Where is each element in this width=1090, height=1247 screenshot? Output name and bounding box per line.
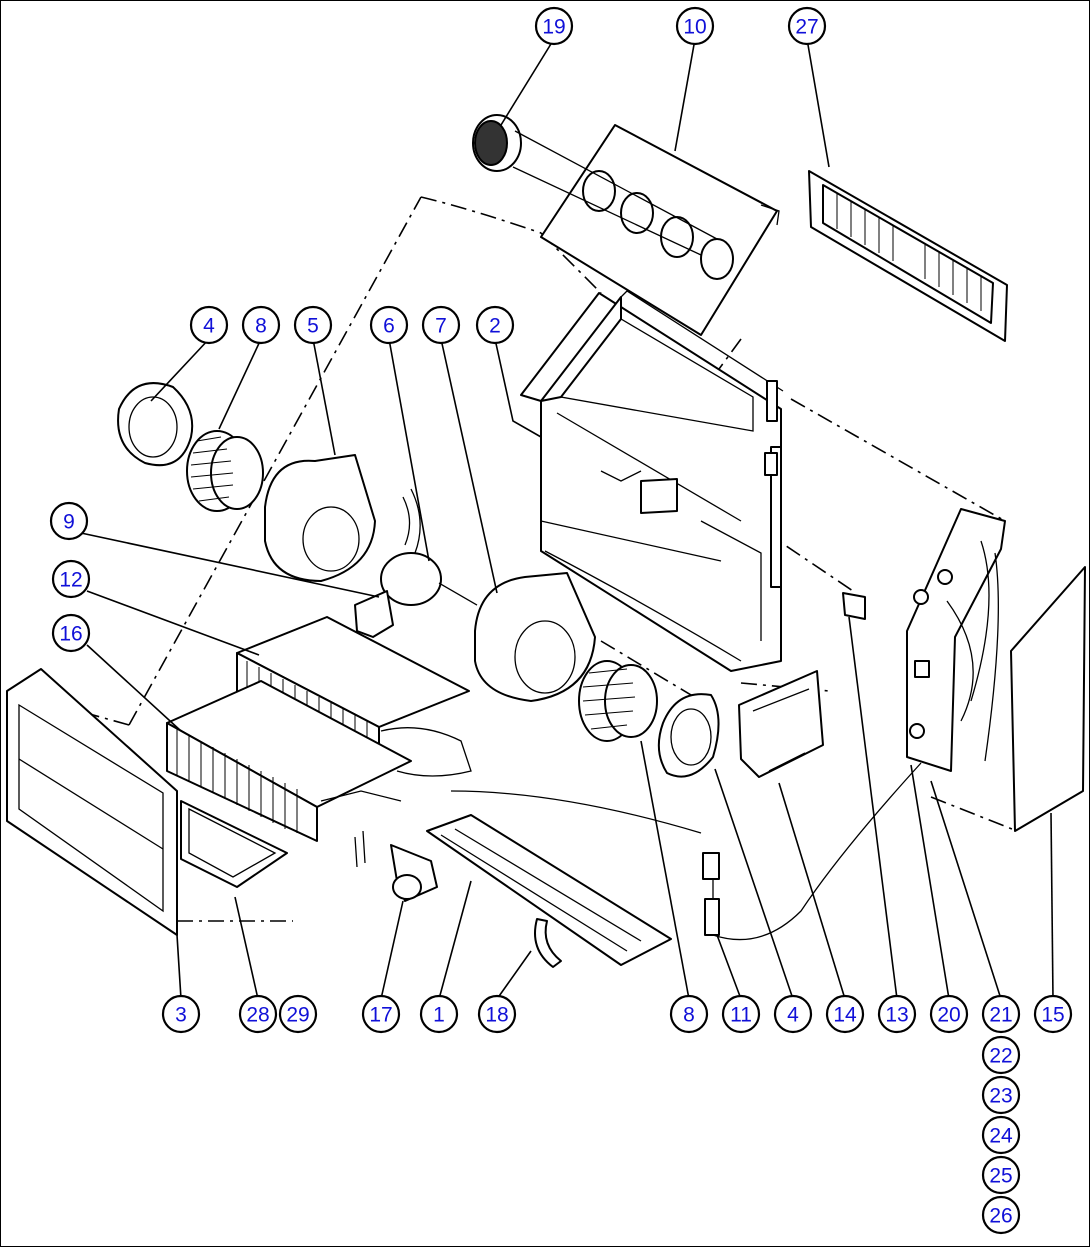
svg-text:4: 4	[787, 1004, 799, 1027]
svg-text:26: 26	[989, 1205, 1012, 1228]
svg-text:23: 23	[989, 1085, 1012, 1108]
svg-text:22: 22	[989, 1045, 1012, 1068]
blower-motor	[354, 488, 478, 638]
callout-20[interactable]: 20	[929, 994, 969, 1034]
callout-13[interactable]: 13	[877, 994, 917, 1034]
control-panel	[906, 508, 1006, 772]
main-housing	[520, 290, 784, 672]
callout-28[interactable]: 28	[238, 994, 278, 1034]
svg-text:8: 8	[255, 315, 267, 338]
control-switch	[842, 592, 866, 620]
callout-8-lower[interactable]: 8	[669, 994, 709, 1034]
svg-text:12: 12	[59, 569, 82, 592]
callout-1[interactable]: 1	[419, 994, 459, 1034]
svg-text:5: 5	[307, 315, 319, 338]
svg-text:24: 24	[989, 1125, 1013, 1148]
svg-text:3: 3	[175, 1004, 187, 1027]
svg-text:14: 14	[833, 1004, 857, 1027]
svg-text:25: 25	[989, 1165, 1012, 1188]
svg-text:19: 19	[542, 16, 565, 39]
callout-11[interactable]: 11	[721, 994, 761, 1034]
svg-text:8: 8	[683, 1004, 695, 1027]
callout-23[interactable]: 23	[981, 1075, 1021, 1115]
callout-21[interactable]: 21	[981, 994, 1021, 1034]
callout-24[interactable]: 24	[981, 1115, 1021, 1155]
callout-18[interactable]: 18	[477, 994, 517, 1034]
svg-text:6: 6	[383, 315, 395, 338]
svg-text:21: 21	[989, 1004, 1012, 1027]
callout-26[interactable]: 26	[981, 1195, 1021, 1235]
callout-2[interactable]: 2	[475, 305, 515, 345]
callout-4-lower[interactable]: 4	[773, 994, 813, 1034]
callout-9[interactable]: 9	[49, 501, 89, 541]
evaporator-core	[166, 680, 472, 842]
expansion-valve	[354, 830, 438, 902]
drain-hose	[534, 918, 562, 968]
drain-pan	[426, 814, 672, 966]
top-vent-panel	[540, 124, 780, 336]
svg-text:29: 29	[286, 1004, 309, 1027]
callout-19[interactable]: 19	[534, 6, 574, 46]
callout-16[interactable]: 16	[51, 613, 91, 653]
right-blower-assembly	[474, 572, 720, 778]
svg-text:2: 2	[489, 315, 501, 338]
svg-text:13: 13	[885, 1004, 908, 1027]
callout-3[interactable]: 3	[161, 994, 201, 1034]
callout-5[interactable]: 5	[293, 305, 333, 345]
callout-27[interactable]: 27	[787, 6, 827, 46]
callout-6[interactable]: 6	[369, 305, 409, 345]
callout-17[interactable]: 17	[361, 994, 401, 1034]
callout-25[interactable]: 25	[981, 1155, 1021, 1195]
callout-29[interactable]: 29	[278, 994, 318, 1034]
callout-15[interactable]: 15	[1033, 994, 1073, 1034]
svg-text:18: 18	[485, 1004, 508, 1027]
front-grille	[808, 170, 1008, 342]
air-filter	[180, 800, 288, 888]
svg-text:17: 17	[369, 1004, 392, 1027]
left-blower-assembly	[117, 382, 376, 582]
callout-10[interactable]: 10	[675, 6, 715, 46]
callout-8[interactable]: 8	[241, 305, 281, 345]
leader-lines	[80, 38, 1054, 1000]
svg-text:20: 20	[937, 1004, 960, 1027]
callout-22[interactable]: 22	[981, 1035, 1021, 1075]
svg-text:15: 15	[1041, 1004, 1064, 1027]
callout-12[interactable]: 12	[51, 559, 91, 599]
svg-text:7: 7	[435, 315, 447, 338]
front-frame	[6, 668, 178, 936]
mounting-bracket	[738, 670, 824, 778]
svg-text:1: 1	[433, 1004, 445, 1027]
callout-7[interactable]: 7	[421, 305, 461, 345]
side-cover	[1010, 566, 1086, 832]
svg-text:27: 27	[795, 16, 818, 39]
svg-text:11: 11	[730, 1004, 752, 1027]
louver-vent	[472, 114, 718, 256]
svg-text:16: 16	[59, 623, 82, 646]
svg-text:28: 28	[246, 1004, 269, 1027]
svg-text:10: 10	[683, 16, 706, 39]
svg-text:4: 4	[203, 315, 215, 338]
svg-text:9: 9	[63, 511, 75, 534]
thermo-sensor	[450, 762, 922, 941]
callout-14[interactable]: 14	[825, 994, 865, 1034]
callout-4[interactable]: 4	[189, 305, 229, 345]
